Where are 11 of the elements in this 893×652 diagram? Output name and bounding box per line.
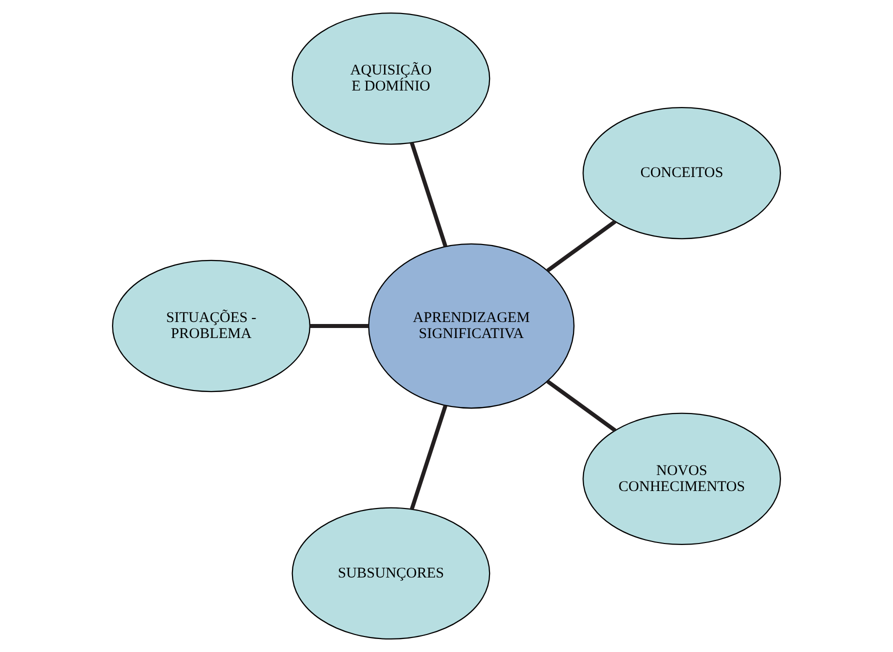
connector — [546, 220, 616, 272]
node-ellipse: AQUISIÇÃO E DOMÍNIO — [292, 12, 490, 145]
connector — [410, 142, 448, 247]
node-ellipse: SITUAÇÕES - PROBLEMA — [112, 260, 310, 392]
node-ellipse: NOVOS CONHECIMENTOS — [582, 412, 782, 546]
node-ellipse: APRENDIZAGEM SIGNIFICATIVA — [368, 243, 575, 409]
connector — [410, 405, 448, 510]
connector — [546, 380, 616, 432]
node-ellipse: CONCEITOS — [582, 106, 782, 240]
connector — [310, 324, 369, 328]
node-ellipse: SUBSUNÇORES — [292, 507, 490, 640]
